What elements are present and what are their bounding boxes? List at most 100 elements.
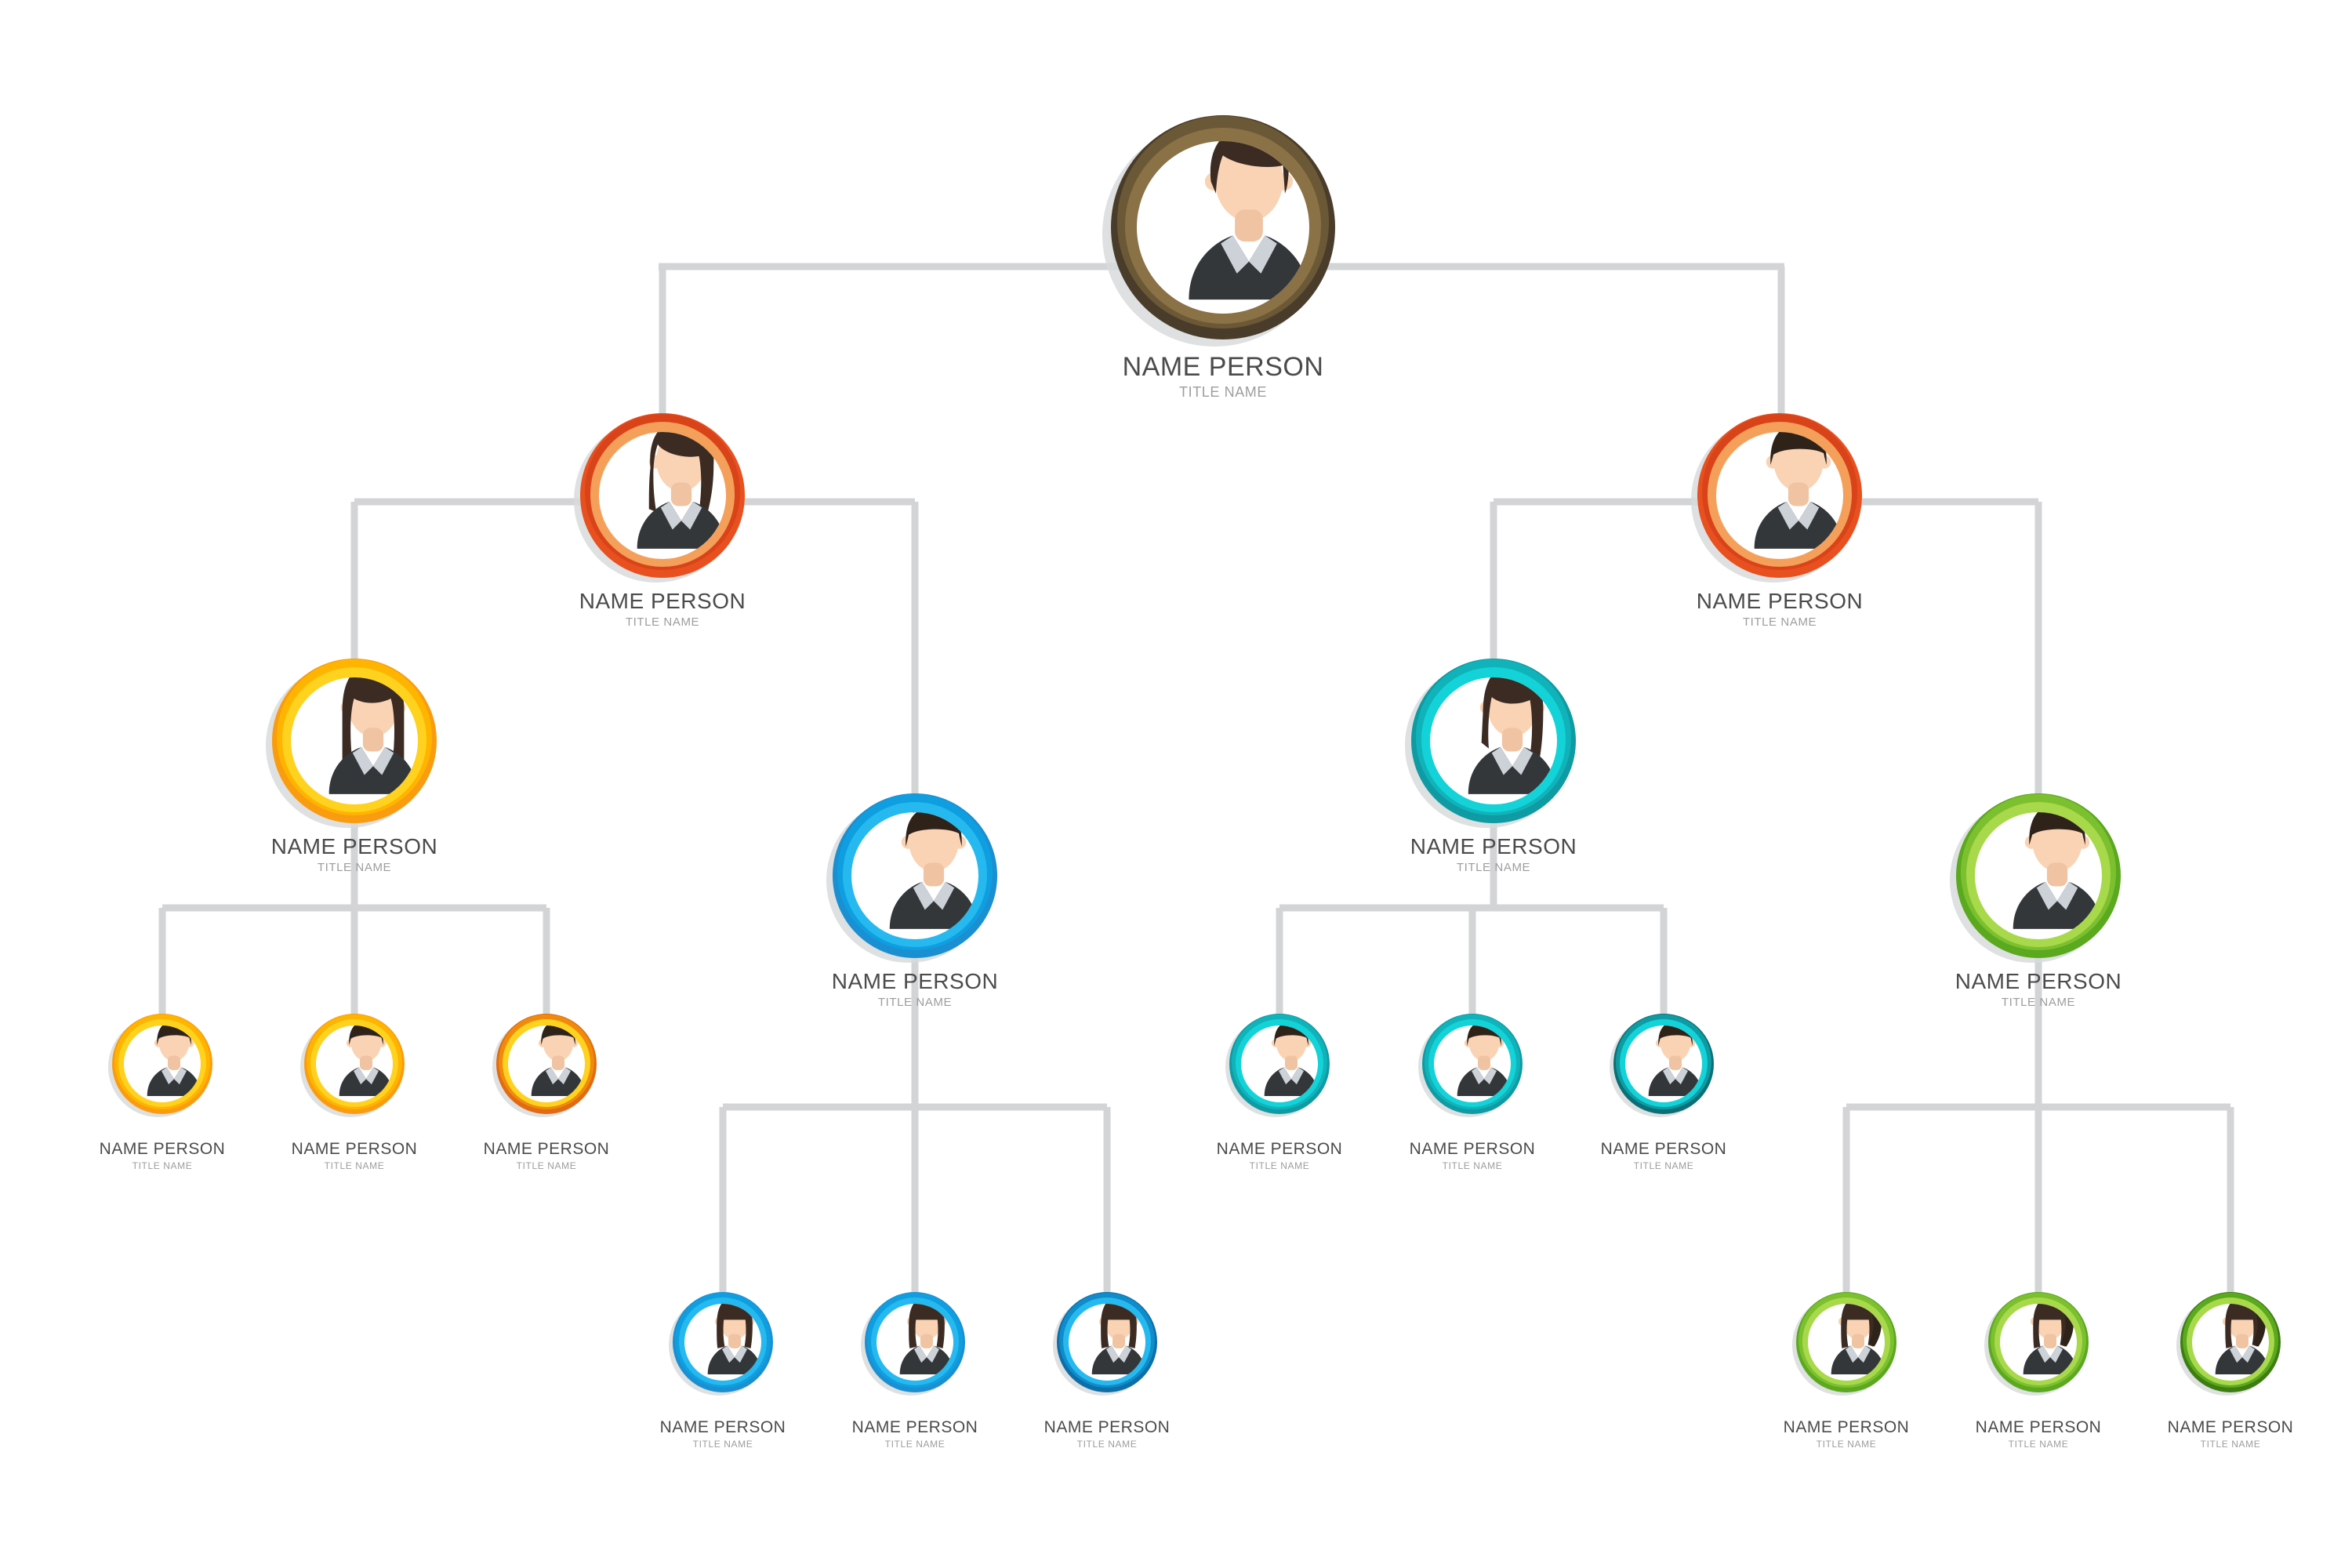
org-node-l4-amber-1[interactable]: NAME PERSON TITLE NAME <box>100 1014 225 1171</box>
node-label-l4-amber-2: NAME PERSON TITLE NAME <box>292 1141 418 1171</box>
org-node-l4-amber-2[interactable]: NAME PERSON TITLE NAME <box>292 1014 417 1171</box>
node-label-l3-green: NAME PERSON TITLE NAME <box>1955 969 2122 1009</box>
org-node-root[interactable]: NAME PERSON TITLE NAME <box>1102 115 1335 399</box>
node-label-l4-green-3: NAME PERSON TITLE NAME <box>2168 1419 2294 1449</box>
node-label-l4-teal-1: NAME PERSON TITLE NAME <box>1217 1141 1343 1171</box>
org-node-l4-blue-2[interactable]: NAME PERSON TITLE NAME <box>852 1292 978 1449</box>
node-label-l4-blue-2: NAME PERSON TITLE NAME <box>852 1419 978 1449</box>
node-name: NAME PERSON <box>1600 1140 1727 1158</box>
avatar <box>1430 677 1557 804</box>
node-name: NAME PERSON <box>483 1140 610 1158</box>
avatar <box>124 1025 201 1103</box>
node-title: TITLE NAME <box>1816 1439 1877 1450</box>
org-node-l4-teal-2[interactable]: NAME PERSON TITLE NAME <box>1410 1014 1535 1171</box>
avatar-disc <box>1999 1303 2078 1381</box>
avatar-disc <box>507 1025 586 1103</box>
node-title: TITLE NAME <box>2200 1439 2261 1450</box>
org-node-l4-blue-1[interactable]: NAME PERSON TITLE NAME <box>660 1292 786 1449</box>
avatar <box>2192 1303 2270 1381</box>
node-title: TITLE NAME <box>1249 1160 1310 1171</box>
node-title: TITLE NAME <box>625 615 700 629</box>
node-title: TITLE NAME <box>1076 1439 1138 1450</box>
org-node-l4-teal-3[interactable]: NAME PERSON TITLE NAME <box>1601 1014 1726 1171</box>
avatar <box>1808 1303 1886 1381</box>
avatar <box>1069 1303 1146 1381</box>
org-node-l2-left[interactable]: NAME PERSON TITLE NAME <box>574 413 746 628</box>
avatar-disc <box>1430 677 1557 804</box>
node-title: TITLE NAME <box>1442 1160 1503 1171</box>
avatar <box>1716 432 1843 559</box>
avatar <box>1975 812 2102 939</box>
avatar <box>1625 1025 1703 1103</box>
avatar <box>1241 1025 1319 1103</box>
node-label-l4-blue-3: NAME PERSON TITLE NAME <box>1044 1419 1171 1449</box>
org-node-l2-right[interactable]: NAME PERSON TITLE NAME <box>1691 413 1863 628</box>
node-label-l2-left: NAME PERSON TITLE NAME <box>579 589 746 629</box>
org-node-l4-green-1[interactable]: NAME PERSON TITLE NAME <box>1784 1292 1909 1449</box>
node-title: TITLE NAME <box>1178 384 1268 400</box>
node-title: TITLE NAME <box>1456 861 1531 874</box>
node-name: NAME PERSON <box>99 1140 226 1158</box>
org-node-l4-green-2[interactable]: NAME PERSON TITLE NAME <box>1976 1292 2101 1449</box>
node-name: NAME PERSON <box>291 1140 418 1158</box>
org-node-l3-blue[interactable]: NAME PERSON TITLE NAME <box>826 793 998 1008</box>
avatar <box>1434 1025 1512 1103</box>
org-node-l3-amber[interactable]: NAME PERSON TITLE NAME <box>266 659 437 873</box>
node-name: NAME PERSON <box>270 834 438 858</box>
org-node-l4-blue-3[interactable]: NAME PERSON TITLE NAME <box>1044 1292 1170 1449</box>
avatar <box>1137 140 1309 314</box>
node-label-l4-blue-1: NAME PERSON TITLE NAME <box>660 1419 786 1449</box>
avatar-disc <box>1807 1303 1886 1381</box>
avatar <box>508 1025 586 1103</box>
node-name: NAME PERSON <box>579 589 746 613</box>
avatar <box>684 1303 762 1381</box>
node-label-l4-teal-2: NAME PERSON TITLE NAME <box>1410 1141 1536 1171</box>
node-name: NAME PERSON <box>1216 1140 1343 1158</box>
org-node-l3-green[interactable]: NAME PERSON TITLE NAME <box>1950 793 2122 1008</box>
node-title: TITLE NAME <box>317 861 392 874</box>
node-title: TITLE NAME <box>516 1160 577 1171</box>
avatar-disc <box>599 432 726 559</box>
avatar <box>2000 1303 2078 1381</box>
node-label-l2-right: NAME PERSON TITLE NAME <box>1696 589 1864 629</box>
avatar <box>599 432 726 559</box>
node-label-l3-blue: NAME PERSON TITLE NAME <box>831 969 999 1009</box>
node-title: TITLE NAME <box>1633 1160 1694 1171</box>
avatar <box>291 677 418 804</box>
node-title: TITLE NAME <box>884 1439 946 1450</box>
org-node-l4-teal-1[interactable]: NAME PERSON TITLE NAME <box>1217 1014 1342 1171</box>
node-title: TITLE NAME <box>877 996 953 1009</box>
avatar-disc <box>1240 1025 1319 1103</box>
node-name: NAME PERSON <box>831 969 999 993</box>
node-label-l4-amber-1: NAME PERSON TITLE NAME <box>100 1141 226 1171</box>
avatar <box>316 1025 394 1103</box>
node-title: TITLE NAME <box>1742 615 1817 629</box>
node-name: NAME PERSON <box>1955 969 2122 993</box>
node-name: NAME PERSON <box>1410 834 1577 858</box>
node-name: NAME PERSON <box>1783 1418 1910 1436</box>
avatar <box>851 812 978 939</box>
avatar-disc <box>684 1303 762 1381</box>
org-node-l3-teal[interactable]: NAME PERSON TITLE NAME <box>1405 659 1577 873</box>
node-title: TITLE NAME <box>692 1439 753 1450</box>
org-node-l4-amber-3[interactable]: NAME PERSON TITLE NAME <box>484 1014 609 1171</box>
avatar-disc <box>876 1303 954 1381</box>
avatar-disc <box>1624 1025 1703 1103</box>
avatar-disc <box>1068 1303 1146 1381</box>
node-title: TITLE NAME <box>2001 996 2076 1009</box>
org-node-l4-green-3[interactable]: NAME PERSON TITLE NAME <box>2168 1292 2293 1449</box>
node-name: NAME PERSON <box>659 1418 786 1436</box>
node-label-l4-amber-3: NAME PERSON TITLE NAME <box>484 1141 610 1171</box>
node-name: NAME PERSON <box>1409 1140 1536 1158</box>
node-label-root: NAME PERSON TITLE NAME <box>1123 354 1324 399</box>
avatar-disc <box>1716 432 1843 559</box>
avatar-disc <box>1136 140 1310 314</box>
node-name: NAME PERSON <box>2167 1418 2294 1436</box>
node-label-l4-green-2: NAME PERSON TITLE NAME <box>1976 1419 2102 1449</box>
node-name: NAME PERSON <box>1696 589 1864 613</box>
node-label-l4-green-1: NAME PERSON TITLE NAME <box>1784 1419 1910 1449</box>
avatar-disc <box>123 1025 201 1103</box>
node-name: NAME PERSON <box>1975 1418 2102 1436</box>
